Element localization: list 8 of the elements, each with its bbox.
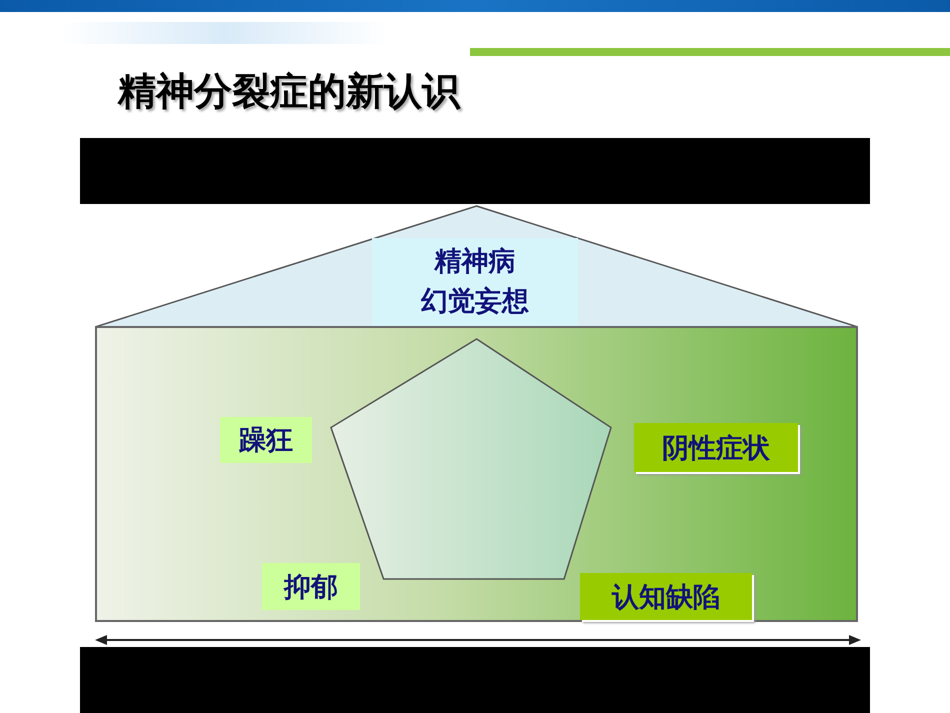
diagnosis-text: 精神病 <box>434 245 516 279</box>
symptom-label: 抑郁 <box>262 563 360 610</box>
symptom-label: 阴性症状 <box>634 423 798 472</box>
diagnosis-text: 幻觉妄想 <box>421 285 529 319</box>
symptom-label: 躁狂 <box>220 417 312 463</box>
slide-title: 精神分裂症的新认识 <box>118 68 460 115</box>
label-box <box>372 238 578 326</box>
symptom-label: 认知缺陷 <box>580 573 752 620</box>
